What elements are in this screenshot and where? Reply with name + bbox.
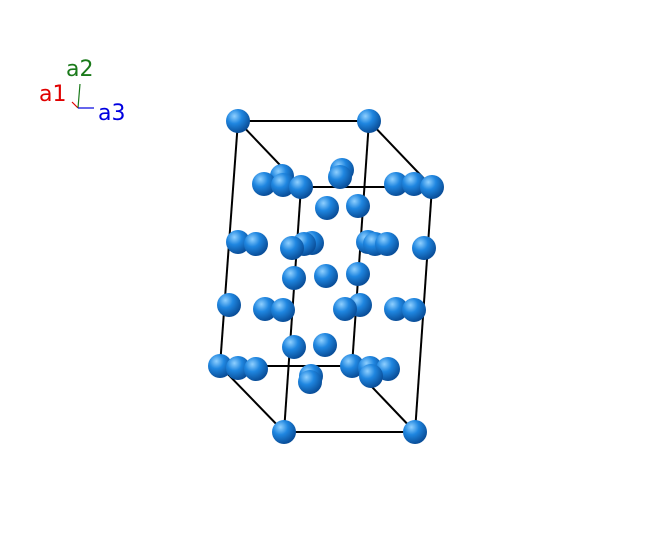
atom-13 — [226, 230, 250, 254]
atom-31 — [402, 298, 426, 322]
atom-27 — [271, 298, 295, 322]
atom-17 — [280, 236, 304, 260]
atom-44 — [403, 420, 427, 444]
atom-3 — [328, 165, 352, 189]
atom-26 — [253, 297, 277, 321]
axis-triad: a1 a2 a3 — [39, 57, 125, 126]
atom-7 — [384, 172, 408, 196]
atom-35 — [226, 356, 250, 380]
atom-11 — [315, 196, 339, 220]
atom-1 — [357, 109, 381, 133]
atom-20 — [375, 232, 399, 256]
atom-40 — [359, 364, 383, 388]
atoms-layer — [208, 109, 444, 444]
atom-36 — [244, 357, 268, 381]
atom-24 — [346, 262, 370, 286]
atom-33 — [313, 333, 337, 357]
atom-34 — [208, 354, 232, 378]
atom-5 — [252, 172, 276, 196]
atom-23 — [314, 264, 338, 288]
atom-14 — [244, 232, 268, 256]
axis-a2-label: a2 — [66, 57, 93, 82]
axis-a1-line — [71, 101, 79, 109]
axis-a1-label: a1 — [39, 82, 66, 107]
atom-6 — [271, 173, 295, 197]
atom-8 — [402, 172, 426, 196]
atom-29 — [333, 297, 357, 321]
axis-a2-line — [77, 83, 81, 109]
atom-37 — [340, 354, 364, 378]
atom-32 — [282, 335, 306, 359]
atom-9 — [420, 175, 444, 199]
axis-a3-label: a3 — [98, 101, 125, 126]
atom-42 — [298, 370, 322, 394]
atom-43 — [272, 420, 296, 444]
atom-0 — [226, 109, 250, 133]
atom-22 — [282, 266, 306, 290]
atom-21 — [412, 236, 436, 260]
atom-10 — [289, 175, 313, 199]
atom-12 — [346, 194, 370, 218]
atom-25 — [217, 293, 241, 317]
atom-30 — [384, 297, 408, 321]
